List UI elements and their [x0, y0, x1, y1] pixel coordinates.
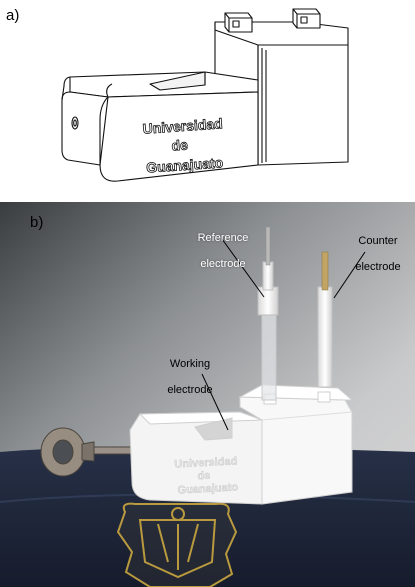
side-hole [71, 116, 79, 130]
cad-engraving: Universidad de Guanajuato [142, 115, 224, 176]
reference-electrode-label: Reference electrode [197, 232, 249, 270]
cell-body [129, 384, 354, 505]
body-end [61, 91, 109, 166]
panel-a-label: a) [6, 7, 20, 24]
cad-engraving-line-2: de [171, 136, 189, 153]
counter-electrode-label: Counter electrode [355, 235, 401, 273]
working-electrode-label: Working electrode [167, 358, 213, 396]
cad-engraving-line-1: Universidad [142, 115, 223, 137]
leader-lines [201, 238, 366, 431]
body-front [99, 91, 259, 182]
photo-engraving: Universidad de Guanajuato [174, 455, 239, 497]
cad-drawing: Universidad de Guanajuato [61, 8, 349, 182]
panel-b-label: b) [30, 214, 44, 231]
cell-photo: Universidad de Guanajuato [0, 202, 415, 587]
photo-engraving-line-1: Universidad [174, 455, 238, 470]
cad-engraving-line-3: Guanajuato [146, 154, 224, 175]
counter-electrode [317, 251, 333, 388]
photo-engraving-line-3: Guanajuato [177, 481, 238, 496]
tall-block-front [257, 44, 349, 166]
crest [116, 502, 238, 587]
reference-electrode [257, 226, 279, 401]
eye-bolt [40, 427, 141, 477]
photo-engraving-line-2: de [197, 470, 210, 483]
